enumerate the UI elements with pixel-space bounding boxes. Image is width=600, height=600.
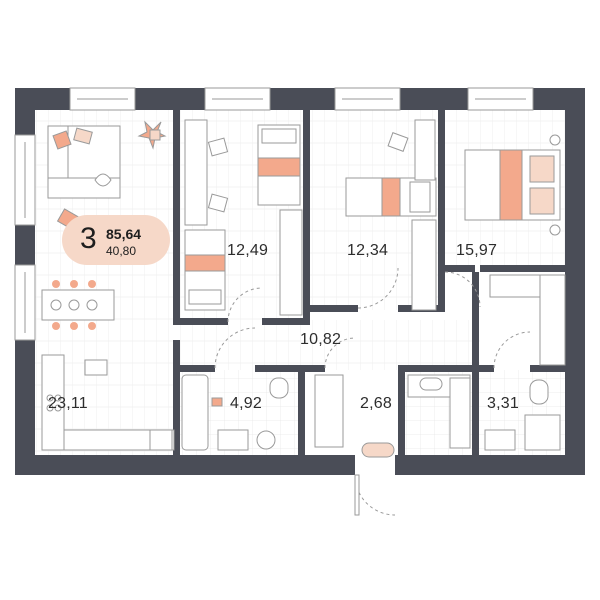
area-bathroom-2: 3,31 [487,395,519,412]
bathroom-2-fixtures [407,374,561,451]
apartment-summary-badge: 3 85,64 40,80 [62,215,170,265]
area-bedroom-2: 12,34 [347,242,389,259]
interior-walls [173,110,565,455]
living-area: 40,80 [106,244,137,258]
bedroom-1-furniture [184,119,303,316]
area-hall: 10,82 [300,331,342,348]
area-kitchen-living: 23,11 [48,395,88,412]
bedroom-3-furniture [464,134,566,366]
bedroom-2-furniture [345,119,437,311]
kitchen-living-furniture [41,120,175,451]
wardrobe-fixtures [314,374,395,458]
windows [14,87,534,341]
room-count: 3 [80,222,97,255]
area-bedroom-1: 12,49 [227,242,269,259]
total-area: 85,64 [106,226,142,242]
bathroom-1-fixtures [181,374,289,451]
area-wardrobe: 2,68 [360,395,392,412]
area-bedroom-3: 15,97 [456,242,498,259]
area-bathroom-1: 4,92 [230,395,262,412]
entrance-door[interactable] [354,474,360,516]
